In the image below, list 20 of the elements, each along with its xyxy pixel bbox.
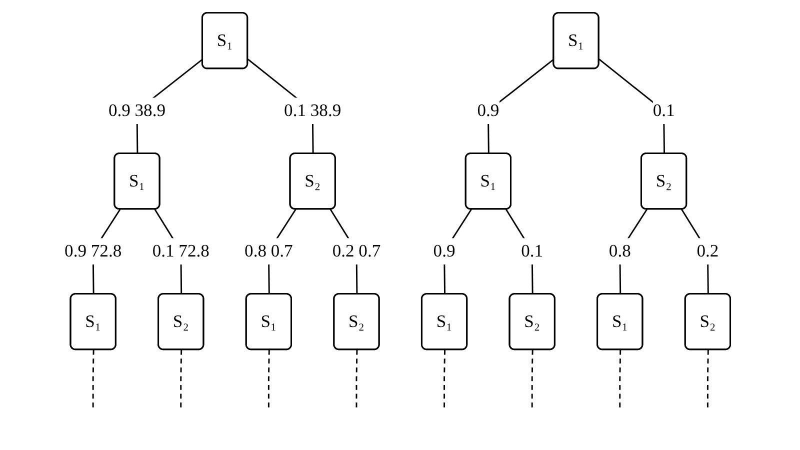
connector	[618, 350, 621, 408]
connector	[530, 350, 533, 408]
connector	[180, 350, 182, 408]
connector	[443, 350, 446, 408]
edge-label: 0.9	[476, 100, 499, 120]
edge-label: 0.2	[696, 241, 718, 261]
edge-label: 0.9 38.9	[108, 100, 166, 120]
connector	[355, 350, 358, 408]
edge-label: 0.2 0.7	[332, 241, 380, 261]
edge-label: 0.8 0.7	[244, 241, 292, 261]
edge-label: 0.1	[652, 100, 674, 120]
connector	[92, 350, 94, 408]
edge-label: 0.1 72.8	[152, 241, 210, 261]
edge-label: 0.8	[608, 241, 630, 261]
edge-label: 0.9	[432, 241, 455, 261]
edge-label: 0.9 72.8	[64, 241, 122, 261]
edge-label: 0.1	[520, 241, 543, 261]
connector	[268, 350, 270, 408]
edge-label: 0.1 38.9	[284, 100, 341, 120]
connector	[706, 350, 709, 408]
